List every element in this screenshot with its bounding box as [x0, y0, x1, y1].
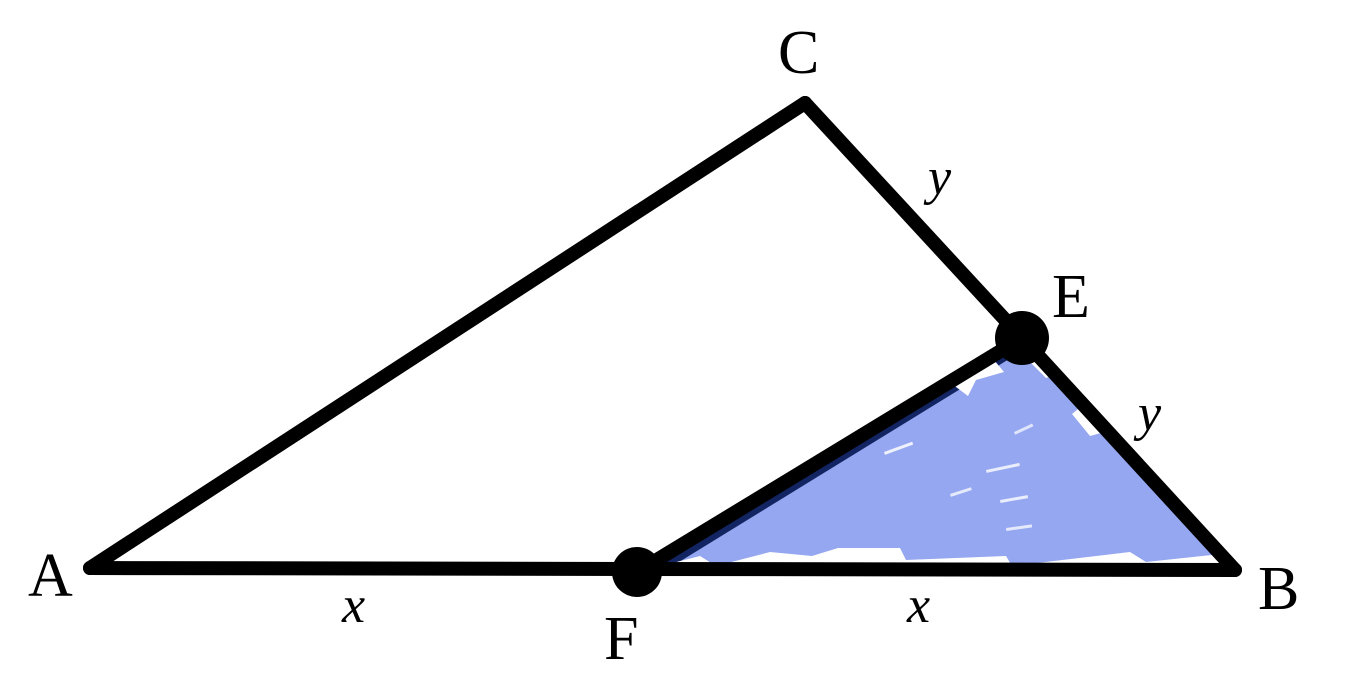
length-label-AF: x — [342, 577, 366, 634]
vertex-dot-e — [995, 311, 1049, 365]
segment-FE — [630, 331, 1029, 579]
segment-CE — [798, 96, 1029, 345]
shaded-triangle-feb — [637, 338, 1235, 572]
length-label-FB: x — [907, 577, 931, 634]
segment-EB — [1015, 331, 1242, 577]
vertex-label-f: F — [604, 605, 639, 673]
segment-AC — [83, 96, 812, 575]
vertex-label-c: C — [778, 19, 820, 87]
vertex-label-e: E — [1052, 263, 1090, 331]
length-label-CE: y — [928, 149, 952, 206]
vertex-label-b: B — [1258, 555, 1300, 623]
vertex-label-a: A — [28, 542, 73, 610]
length-label-EB: y — [1138, 385, 1162, 442]
segment-AB — [83, 561, 1242, 577]
vertex-dot-f — [612, 547, 662, 597]
